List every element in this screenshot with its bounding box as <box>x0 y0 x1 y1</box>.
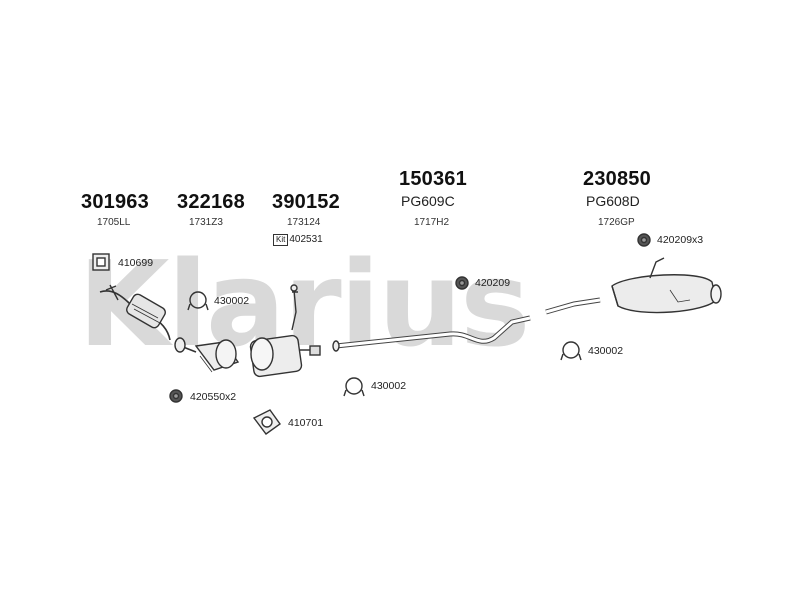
part-label-430002-b[interactable]: 430002 <box>588 345 624 357</box>
front-pipe-301963[interactable] <box>99 284 171 341</box>
part-sub-173124: 173124 <box>287 217 321 228</box>
kit-badge: Kit <box>273 234 289 246</box>
part-sub-PG609C: PG609C <box>401 193 455 209</box>
part-sub-1717H2: 1717H2 <box>414 217 450 228</box>
part-label-430002-a[interactable]: 430002 <box>214 295 250 307</box>
part-sub-1726GP: 1726GP <box>598 217 635 228</box>
gasket-410701-icon[interactable] <box>252 409 281 435</box>
part-sub-1705LL: 1705LL <box>97 217 131 228</box>
part-label-410699[interactable]: 410699 <box>118 257 154 269</box>
centre-pipe-150361[interactable] <box>332 315 531 352</box>
catalyst-322168[interactable] <box>174 337 240 373</box>
part-label-420550x2[interactable]: 420550x2 <box>190 391 237 403</box>
part-sub-1731Z3: 1731Z3 <box>189 217 223 228</box>
part-code-322168[interactable]: 322168 <box>177 191 245 213</box>
part-code-230850[interactable]: 230850 <box>583 168 651 190</box>
kit-code: 402531 <box>289 234 323 245</box>
clamp-430002-b-icon[interactable] <box>560 341 582 361</box>
part-label-420209[interactable]: 420209 <box>475 277 511 289</box>
mount-420550x2-icon[interactable] <box>169 389 183 403</box>
part-code-150361[interactable]: 150361 <box>399 168 467 190</box>
part-label-420209x3[interactable]: 420209x3 <box>657 234 704 246</box>
gasket-410699-icon[interactable] <box>92 253 110 271</box>
dpf-390152[interactable] <box>249 284 321 378</box>
clamp-430002-c-icon[interactable] <box>343 377 365 397</box>
part-sub-PG608D: PG608D <box>586 193 640 209</box>
rubber-mount-420209-icon[interactable] <box>455 276 469 290</box>
rear-silencer-230850[interactable] <box>545 257 722 315</box>
part-label-430002-c[interactable]: 430002 <box>371 380 407 392</box>
clamp-430002-a-icon[interactable] <box>187 291 209 311</box>
rubber-mount-420209x3-icon[interactable] <box>637 233 651 247</box>
part-code-390152[interactable]: 390152 <box>272 191 340 213</box>
part-code-301963[interactable]: 301963 <box>81 191 149 213</box>
part-label-410701[interactable]: 410701 <box>288 417 324 429</box>
